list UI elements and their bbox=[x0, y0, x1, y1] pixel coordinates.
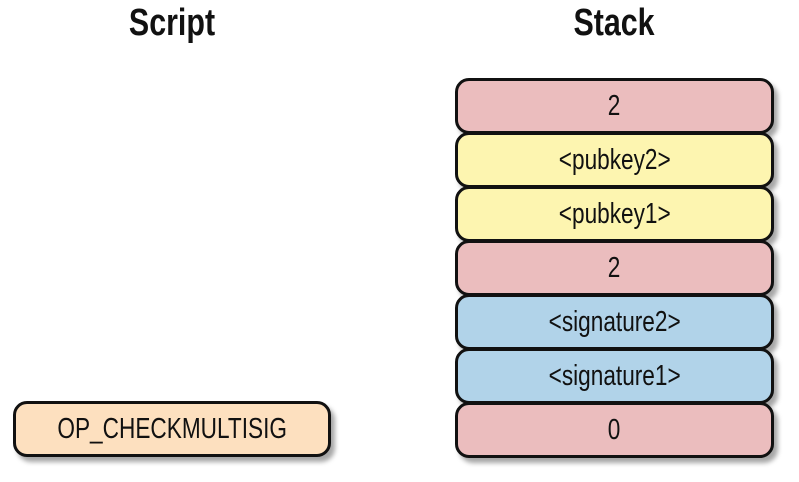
stack-item: 0 bbox=[455, 402, 774, 458]
stack-item-label: 2 bbox=[608, 251, 621, 284]
stack-item: <pubkey1> bbox=[455, 186, 774, 242]
stack-item-label: <signature2> bbox=[548, 305, 681, 338]
stack-item: <pubkey2> bbox=[455, 132, 774, 188]
script-item-label: OP_CHECKMULTISIG bbox=[57, 412, 287, 445]
script-item: OP_CHECKMULTISIG bbox=[13, 401, 331, 457]
stack-item-label: <pubkey1> bbox=[558, 197, 671, 230]
stack-item: 2 bbox=[455, 240, 774, 296]
stack-item-label: 0 bbox=[608, 413, 621, 446]
stack-item-label: <pubkey2> bbox=[558, 143, 671, 176]
stack-heading: Stack bbox=[573, 2, 655, 44]
stack-item: <signature2> bbox=[455, 294, 774, 350]
stack-item: 2 bbox=[455, 78, 774, 134]
stack-item-label: <signature1> bbox=[548, 359, 681, 392]
script-heading: Script bbox=[128, 2, 216, 44]
stack-item: <signature1> bbox=[455, 348, 774, 404]
stack-item-label: 2 bbox=[608, 89, 621, 122]
